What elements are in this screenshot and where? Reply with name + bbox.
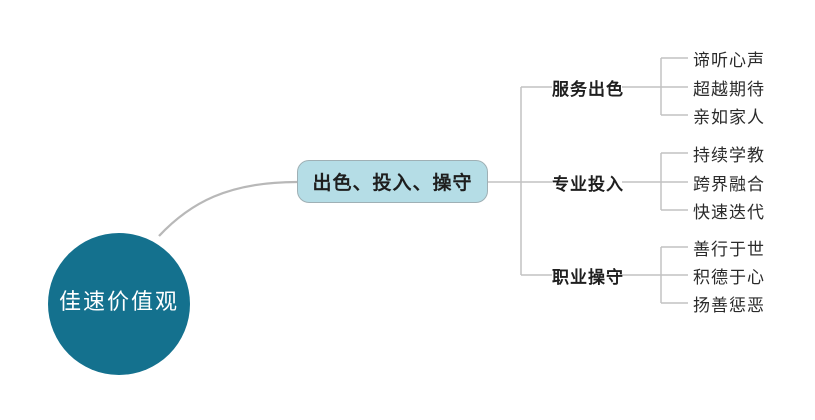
leaf-node[interactable]: 扬善惩恶 [693, 292, 765, 315]
leaf-label: 跨界融合 [693, 174, 765, 194]
root-node-label: 佳速价值观 [58, 289, 179, 314]
leaf-node[interactable]: 积德于心 [693, 264, 765, 287]
branch-node-service[interactable]: 服务出色 [552, 75, 632, 99]
leaf-label: 扬善惩恶 [693, 295, 765, 315]
leaf-label: 谛听心声 [693, 50, 765, 70]
center-topic-label: 出色、投入、操守 [312, 173, 473, 194]
leaf-label: 亲如家人 [693, 107, 765, 127]
leaf-node[interactable]: 持续学教 [693, 142, 765, 165]
leaf-node[interactable]: 善行于世 [693, 236, 765, 259]
center-topic-node[interactable]: 出色、投入、操守 [297, 160, 488, 203]
branch-node-professional[interactable]: 专业投入 [552, 170, 632, 194]
leaf-node[interactable]: 亲如家人 [693, 104, 765, 127]
leaf-label: 积德于心 [693, 267, 765, 287]
leaf-node[interactable]: 快速迭代 [693, 199, 765, 222]
root-to-center-curve [158, 180, 298, 237]
leaf-label: 持续学教 [693, 145, 765, 165]
leaf-node[interactable]: 跨界融合 [693, 171, 765, 194]
leaf-label: 超越期待 [693, 79, 765, 99]
leaf-node[interactable]: 超越期待 [693, 76, 765, 99]
branch-label: 专业投入 [552, 174, 624, 194]
root-node[interactable]: 佳速价值观 [48, 233, 190, 375]
branch-label: 职业操守 [552, 267, 624, 287]
branch-label: 服务出色 [552, 79, 624, 99]
leaf-label: 快速迭代 [693, 202, 765, 222]
branch-node-ethics[interactable]: 职业操守 [552, 263, 632, 287]
leaf-node[interactable]: 谛听心声 [693, 47, 765, 70]
leaf-label: 善行于世 [693, 239, 765, 259]
